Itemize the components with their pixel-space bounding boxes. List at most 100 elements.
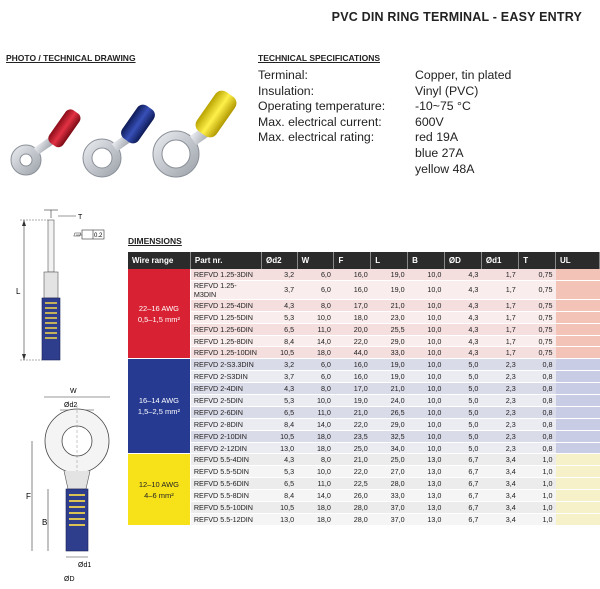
dimension-cell: 4,3 [444,280,482,300]
ul-cell [555,501,600,514]
dimension-cell: 21,0 [333,406,371,419]
dimension-cell: 0,8 [518,394,556,407]
dimension-cell: 6,5 [261,477,298,491]
spec-row: Operating temperature:-10~75 °C [258,99,511,115]
ul-cell [555,358,600,372]
dimension-cell: 4,3 [444,335,482,348]
spec-value: yellow 48A [415,161,475,176]
dimension-cell: 0,8 [518,370,556,384]
dimension-cell: 5,0 [444,370,482,384]
dimension-cell: 6,7 [444,501,482,514]
dimension-cell: 16,0 [333,370,371,384]
col-d: ØD [444,252,482,269]
dimension-cell: 0,75 [518,269,556,281]
dimension-cell: 10,0 [297,465,334,479]
ul-cell [555,382,600,396]
dimension-cell: 26,5 [370,406,408,419]
dimension-cell: 10,0 [407,346,445,360]
dimension-cell: 18,0 [297,501,334,514]
dimension-cell: 10,0 [407,299,445,312]
dimension-cell: 2,3 [481,358,519,372]
dimension-cell: 21,0 [370,299,408,312]
dimension-cell: 0,75 [518,311,556,324]
dimension-cell: 22,0 [333,335,371,348]
dimension-cell: 3,4 [481,477,519,491]
ul-cell [555,513,600,526]
dimension-cell: 6,0 [297,358,334,372]
part-number-cell: REFVD 1.25-M3DIN [190,280,262,300]
dimension-cell: 13,0 [407,513,445,526]
dimension-cell: 6,5 [261,406,298,419]
specs-section-heading: TECHNICAL SPECIFICATIONS [258,53,380,63]
photo-section-heading: PHOTO / TECHNICAL DRAWING [6,53,136,63]
dimension-cell: 10,5 [261,501,298,514]
dimension-cell: 21,0 [370,382,408,396]
dimension-cell: 2,3 [481,406,519,419]
col-d1: Ød1 [481,252,520,269]
dimension-cell: 5,3 [261,394,298,407]
part-number-cell: REFVD 2-4DIN [190,382,262,396]
part-number-cell: REFVD 5.5-10DIN [190,501,262,514]
dimension-cell: 3,4 [481,453,519,467]
spec-value: blue 27A [415,145,464,160]
dimension-cell: 1,7 [481,335,519,348]
dimension-cell: 5,0 [444,406,482,419]
spec-row: Max. electrical current:600V [258,115,511,131]
insulation-sleeve-top [65,488,89,552]
ul-cell [555,269,600,281]
spec-value: red 19A [415,130,459,145]
dimension-cell: 5,3 [261,465,298,479]
dimension-cell: 18,0 [297,442,334,455]
dimension-cell: 22,0 [333,465,371,479]
ul-cell [555,453,600,467]
part-number-cell: REFVD 2-6DIN [190,406,262,419]
ul-cell [555,465,600,479]
dimension-cell: 0,8 [518,442,556,455]
dimension-cell: 4,3 [444,323,482,336]
spec-value: Copper, tin plated [415,68,512,82]
dimension-cell: 8,4 [261,335,298,348]
part-number-cell: REFVD 2-S3.3DIN [190,358,262,372]
ul-cell [555,418,600,431]
dimension-cell: 6,7 [444,477,482,491]
dimension-cell: 32,5 [370,430,408,443]
dimension-cell: 1,0 [518,501,556,514]
ul-cell [555,394,600,407]
dimension-cell: 20,0 [333,323,371,336]
ul-cell [555,489,600,503]
spec-value: -10~75 °C [415,99,471,114]
dim-d1-label: Ød1 [78,562,91,569]
dimension-cell: 0,75 [518,323,556,336]
dimension-cell: 8,0 [297,453,334,467]
dimension-cell: 10,0 [407,311,445,324]
dimension-cell: 18,0 [297,430,334,443]
dimension-cell: 24,0 [370,394,408,407]
ul-cell [555,299,600,312]
dimension-cell: 29,0 [370,335,408,348]
dimension-cell: 10,0 [407,335,445,348]
dimension-cell: 5,0 [444,394,482,407]
dimension-cell: 0,8 [518,382,556,396]
dimension-cell: 10,0 [407,269,445,281]
ul-cell [555,406,600,419]
dimension-cell: 10,5 [261,430,298,443]
dimension-cell: 4,3 [444,269,482,281]
part-number-cell: REFVD 2-5DIN [190,394,262,407]
part-number-cell: REFVD 5.5-4DIN [190,453,262,467]
dimension-cell: 13,0 [407,501,445,514]
ul-cell [555,335,600,348]
dimension-cell: 10,0 [297,311,334,324]
dimension-cell: 0,8 [518,406,556,419]
